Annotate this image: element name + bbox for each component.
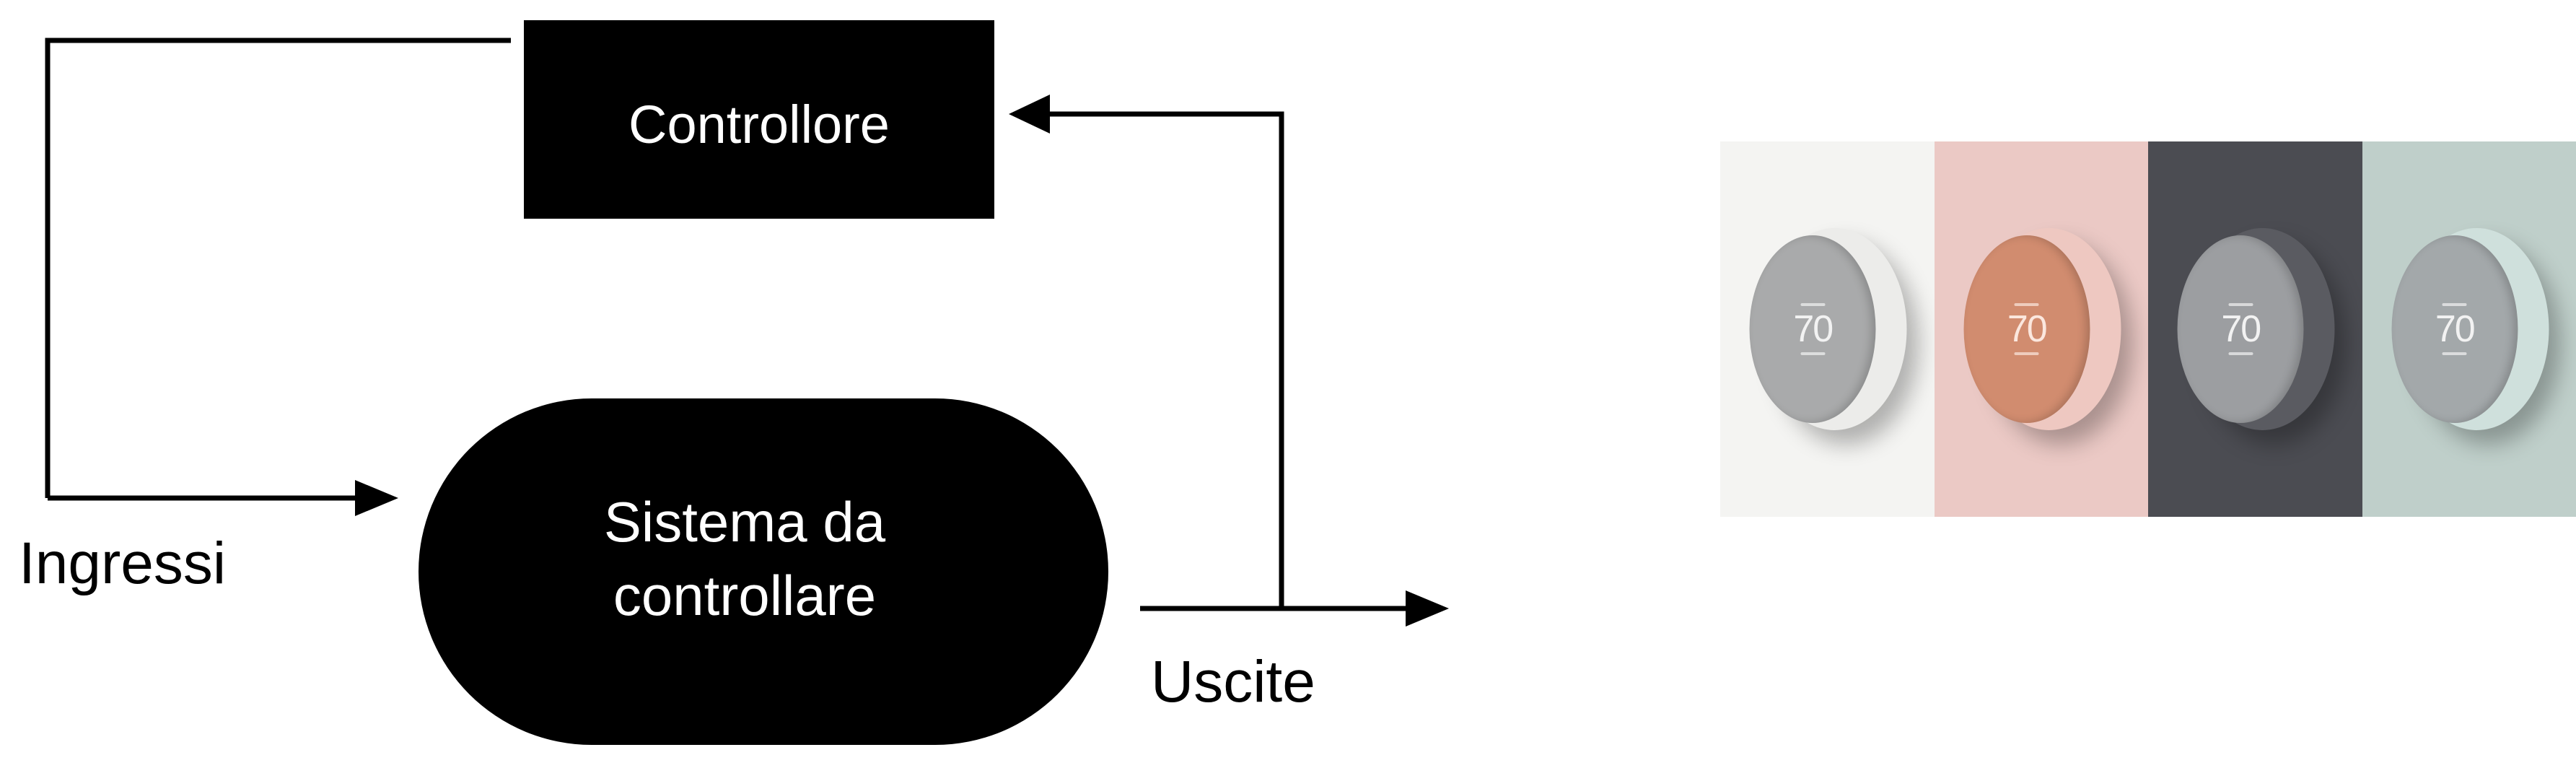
inputs-label: Ingressi [19,531,226,596]
display-status-line [1800,352,1826,355]
thermostat-temperature: 70 [2221,308,2261,350]
control-loop-diagram: Controllore Sistema da controllare Ingre… [19,20,1449,745]
controller-label: Controllore [628,95,890,154]
output-arrowhead [1406,590,1449,627]
thermostat-display: 70 [1963,235,2090,423]
thermostat: 70 [2177,228,2335,430]
display-mode-line [2014,303,2039,306]
thermostat: 70 [1749,228,1907,430]
thermostat-panel-white: 70 [1720,141,1935,517]
display-status-line [2442,352,2467,355]
thermostat-temperature: 70 [2007,308,2048,350]
thermostat-panel-charcoal: 70 [2148,141,2362,517]
system-block [419,398,1108,745]
feedback-line [1050,111,1284,608]
thermostat-photo-strip: 70 70 70 70 [1720,141,2576,517]
thermostat-temperature: 70 [1793,308,1834,350]
controller-block [524,20,994,219]
thermostat-panel-pink: 70 [1934,141,2148,517]
controller-output-line [45,38,511,498]
thermostat-temperature: 70 [2435,308,2476,350]
display-mode-line [2228,303,2253,306]
thermostat-panel-mint: 70 [2362,141,2576,517]
thermostat-display: 70 [2177,235,2304,423]
system-label-line1: Sistema da [604,490,886,554]
thermostat-display: 70 [2391,235,2518,423]
thermostat: 70 [1963,228,2121,430]
outputs-label: Uscite [1151,649,1315,715]
display-mode-line [2442,303,2467,306]
display-mode-line [1800,303,1826,306]
input-arrowhead [355,480,398,516]
thermostat-display: 70 [1749,235,1876,423]
thermostat: 70 [2391,228,2549,430]
feedback-arrowhead [1009,95,1050,134]
display-status-line [2014,352,2039,355]
system-label-line2: controllare [613,564,876,627]
display-status-line [2228,352,2253,355]
